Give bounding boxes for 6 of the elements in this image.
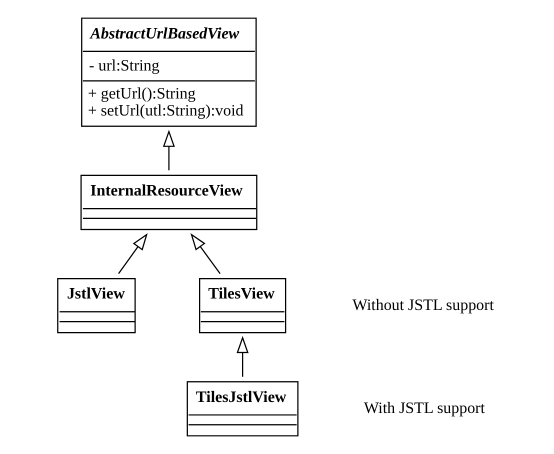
label: With JSTL support: [364, 400, 485, 417]
arrow: [118, 233, 148, 274]
label: Without JSTL support: [352, 296, 494, 314]
arrow: [162, 130, 175, 170]
arrow: [190, 233, 221, 274]
arrow: [236, 336, 249, 377]
